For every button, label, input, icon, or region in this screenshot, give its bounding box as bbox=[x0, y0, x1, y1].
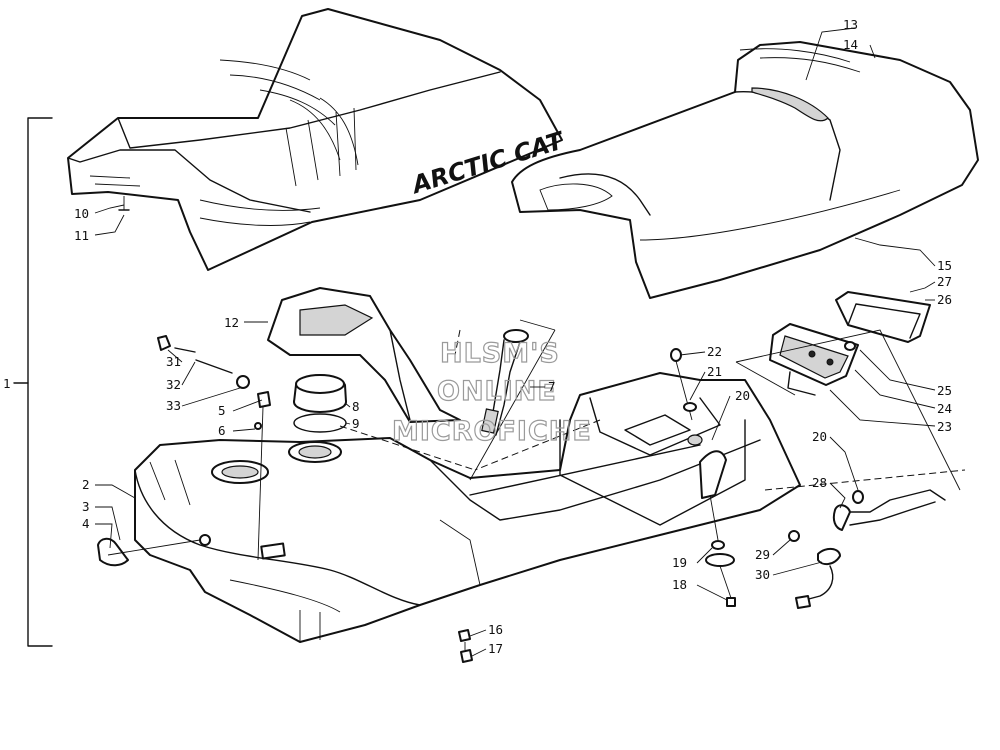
callout-32: 32 bbox=[166, 377, 181, 392]
callout-23: 23 bbox=[937, 419, 952, 434]
callout-17: 17 bbox=[488, 641, 503, 656]
callout-20a: 20 bbox=[735, 388, 750, 403]
callout-labels: 1 2 3 4 5 6 7 8 9 10 11 12 13 14 15 16 1… bbox=[3, 17, 952, 656]
callout-9: 9 bbox=[352, 416, 360, 431]
callout-7: 7 bbox=[548, 379, 556, 394]
seat-left: ARCTIC CAT bbox=[67, 8, 568, 271]
callout-11: 11 bbox=[74, 228, 89, 243]
callout-27: 27 bbox=[937, 274, 952, 289]
callout-5: 5 bbox=[218, 403, 226, 418]
leader-lines bbox=[94, 27, 936, 657]
watermark-line-2: ONLINE bbox=[437, 376, 557, 407]
callout-15: 15 bbox=[937, 258, 952, 273]
callout-31: 31 bbox=[166, 354, 181, 369]
seat-assembly-bracket bbox=[13, 117, 53, 647]
callout-16: 16 bbox=[488, 622, 503, 637]
taillight-assembly bbox=[735, 291, 961, 491]
callout-8: 8 bbox=[352, 399, 360, 414]
callout-24: 24 bbox=[937, 401, 952, 416]
watermark-line-3: MICROFICHE bbox=[392, 416, 592, 447]
callout-14: 14 bbox=[843, 37, 858, 52]
callout-12: 12 bbox=[224, 315, 239, 330]
callout-29: 29 bbox=[755, 547, 770, 562]
fuel-tank-base bbox=[134, 372, 801, 643]
callout-6: 6 bbox=[218, 423, 226, 438]
callout-30: 30 bbox=[755, 567, 770, 582]
callout-19: 19 bbox=[672, 555, 687, 570]
callout-20b: 20 bbox=[812, 429, 827, 444]
back-panel bbox=[267, 287, 461, 423]
watermark: HLSM'S ONLINE MICROFICHE bbox=[391, 337, 592, 447]
seat-right bbox=[511, 41, 979, 299]
callout-22: 22 bbox=[707, 344, 722, 359]
callout-26: 26 bbox=[937, 292, 952, 307]
hardware-right bbox=[788, 489, 946, 609]
callout-4: 4 bbox=[82, 516, 90, 531]
callout-33: 33 bbox=[166, 398, 181, 413]
hardware-center bbox=[458, 348, 736, 663]
hardware-left bbox=[97, 335, 271, 567]
callout-1: 1 bbox=[3, 376, 11, 391]
callout-13: 13 bbox=[843, 17, 858, 32]
callout-28: 28 bbox=[812, 475, 827, 490]
fuel-sender bbox=[469, 319, 556, 481]
callout-3: 3 bbox=[82, 499, 90, 514]
callout-2: 2 bbox=[82, 477, 90, 492]
callout-18: 18 bbox=[672, 577, 687, 592]
phantom-lines bbox=[339, 329, 966, 491]
fuel-cap bbox=[293, 374, 347, 433]
callout-25: 25 bbox=[937, 383, 952, 398]
callout-21: 21 bbox=[707, 364, 722, 379]
callout-10: 10 bbox=[74, 206, 89, 221]
watermark-line-1: HLSM'S bbox=[440, 338, 560, 369]
